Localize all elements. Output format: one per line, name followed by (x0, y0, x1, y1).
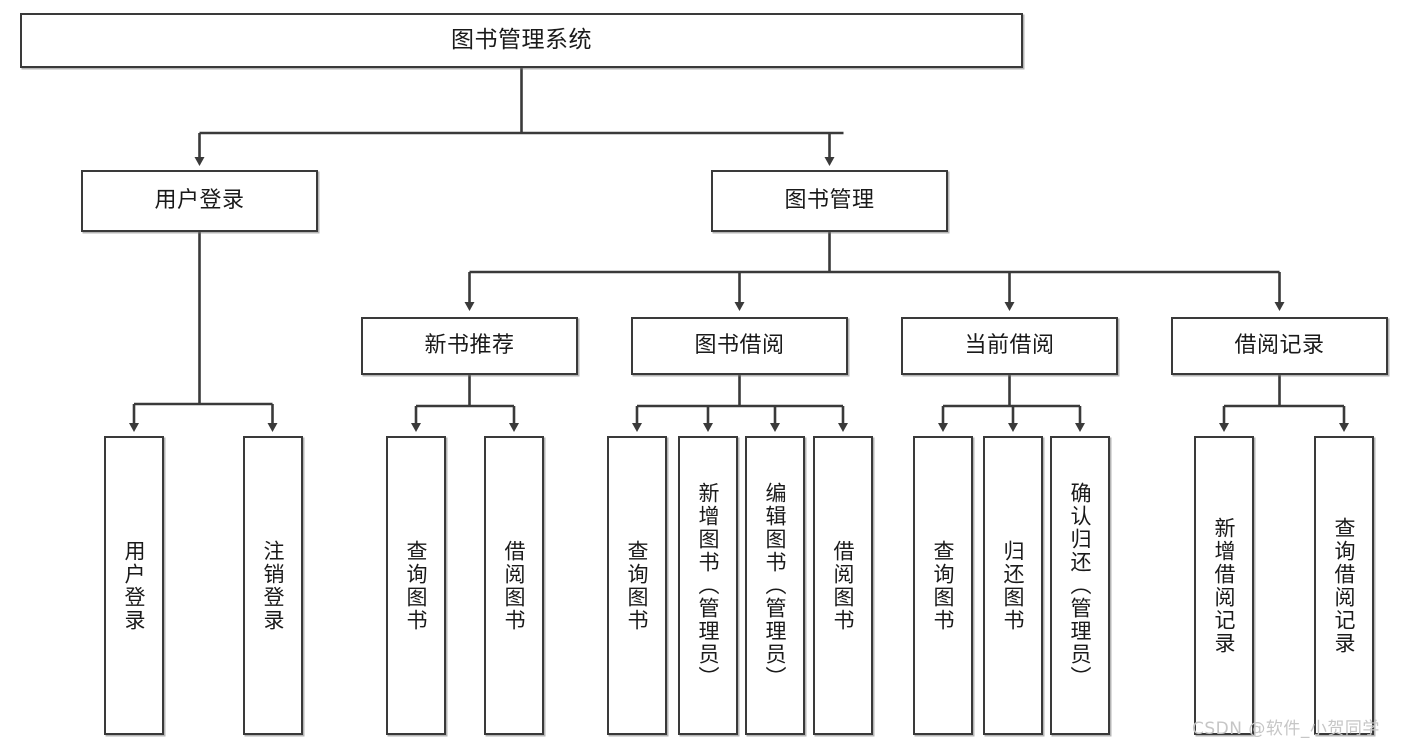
node-leaf-borrow-book-1[interactable]: 借阅图书 (484, 436, 544, 735)
node-leaf-return-book[interactable]: 归还图书 (983, 436, 1043, 735)
node-leaf-query-book-3[interactable]: 查询图书 (913, 436, 973, 735)
node-leaf-query-book-2[interactable]: 查询图书 (607, 436, 667, 735)
node-leaf-borrow-book-2-label: 借阅图书 (831, 539, 856, 632)
node-leaf-confirm-return[interactable]: 确认归还（管理员） (1050, 436, 1110, 735)
node-leaf-return-book-label: 归还图书 (1001, 539, 1026, 632)
node-leaf-query-book-3-label: 查询图书 (931, 539, 956, 632)
node-book-manage-label: 图书管理 (784, 188, 875, 214)
node-leaf-borrow-book-2[interactable]: 借阅图书 (813, 436, 873, 735)
node-leaf-edit-book-label: 编辑图书（管理员） (763, 482, 788, 689)
node-leaf-add-book[interactable]: 新增图书（管理员） (678, 436, 738, 735)
node-leaf-query-book-2-label: 查询图书 (625, 539, 650, 632)
node-leaf-query-book-1[interactable]: 查询图书 (386, 436, 446, 735)
node-leaf-add-record[interactable]: 新增借阅记录 (1194, 436, 1254, 735)
node-leaf-edit-book[interactable]: 编辑图书（管理员） (745, 436, 805, 735)
node-borrow-record[interactable]: 借阅记录 (1171, 317, 1388, 375)
node-user-login-label: 用户登录 (154, 188, 245, 214)
node-leaf-user-logout[interactable]: 注销登录 (243, 436, 303, 735)
node-current-borrow[interactable]: 当前借阅 (901, 317, 1118, 375)
node-book-borrow-label: 图书借阅 (694, 333, 785, 359)
csdn-watermark: CSDN @软件_小贺同学 (1192, 719, 1380, 739)
node-leaf-borrow-book-1-label: 借阅图书 (502, 539, 527, 632)
node-leaf-query-record-label: 查询借阅记录 (1332, 516, 1357, 655)
node-leaf-user-login-label: 用户登录 (122, 539, 147, 632)
node-current-borrow-label: 当前借阅 (964, 333, 1055, 359)
node-leaf-confirm-return-label: 确认归还（管理员） (1068, 482, 1093, 689)
node-root[interactable]: 图书管理系统 (20, 13, 1023, 68)
node-root-label: 图书管理系统 (451, 26, 592, 53)
node-leaf-query-book-1-label: 查询图书 (404, 539, 429, 632)
node-leaf-add-record-label: 新增借阅记录 (1212, 516, 1237, 655)
node-borrow-record-label: 借阅记录 (1234, 333, 1325, 359)
node-leaf-add-book-label: 新增图书（管理员） (696, 482, 721, 689)
node-leaf-query-record[interactable]: 查询借阅记录 (1314, 436, 1374, 735)
node-leaf-user-logout-label: 注销登录 (261, 539, 286, 632)
node-user-login[interactable]: 用户登录 (81, 170, 318, 232)
node-book-borrow[interactable]: 图书借阅 (631, 317, 848, 375)
node-leaf-user-login[interactable]: 用户登录 (104, 436, 164, 735)
node-book-manage[interactable]: 图书管理 (711, 170, 948, 232)
node-new-book-rec[interactable]: 新书推荐 (361, 317, 578, 375)
node-new-book-rec-label: 新书推荐 (424, 333, 515, 359)
